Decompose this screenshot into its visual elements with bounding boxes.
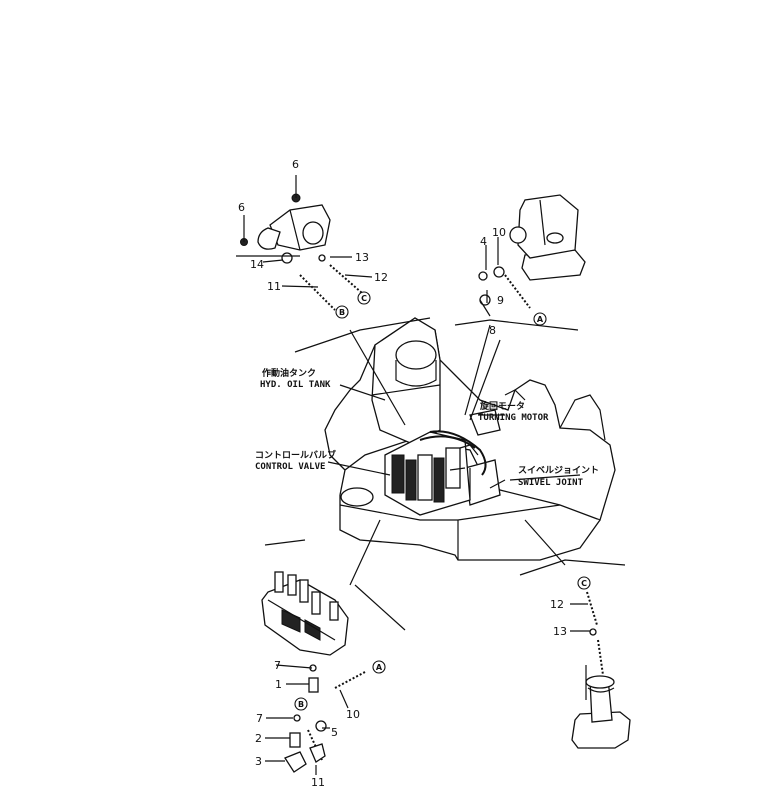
connector-letter: A <box>376 663 383 672</box>
callout-number: 7 <box>256 712 263 725</box>
label-turning-motor-en: TURNING MOTOR <box>478 413 549 423</box>
label-oil-tank-en: HYD. OIL TANK <box>260 380 331 390</box>
callout-number: 2 <box>255 732 262 745</box>
callout-number: 11 <box>311 776 325 787</box>
connector-letter: C <box>581 579 587 588</box>
label-control-valve-en: CONTROL VALVE <box>255 462 325 472</box>
label-control-valve-jp: コントロールバルブ <box>255 449 336 461</box>
callout-number: 12 <box>374 271 388 284</box>
swivel-joint-detail <box>570 591 631 749</box>
callout-number: 6 <box>292 158 299 171</box>
label-turning-motor-jp: 旋回モータ <box>479 400 525 412</box>
callout-number: 8 <box>489 324 496 337</box>
callout-number: 1 <box>275 678 282 691</box>
callout-number: 6 <box>238 201 245 214</box>
label-swivel-joint-en: SWIVEL JOINT <box>518 478 584 488</box>
turning-motor-detail <box>478 194 586 317</box>
callout-number: 10 <box>492 226 506 239</box>
callout-number: 10 <box>346 708 360 721</box>
callout-number: 4 <box>480 235 487 248</box>
connector-markers: A A B B C C <box>294 291 591 711</box>
main-assembly <box>324 317 616 561</box>
callout-number: 7 <box>274 659 281 672</box>
callout-number: 14 <box>250 258 264 271</box>
callout-number: 12 <box>550 598 564 611</box>
connector-letter: A <box>537 315 544 324</box>
part-callouts: 6 6 14 13 12 11 10 4 9 8 12 13 7 1 7 2 3… <box>238 158 567 787</box>
label-swivel-joint-jp: スイベルジョイント <box>518 465 599 476</box>
detail-leaders <box>264 317 626 631</box>
component-labels: 作動油タンク HYD. OIL TANK 旋回モータ TURNING MOTOR… <box>255 367 599 488</box>
callout-number: 13 <box>553 625 567 638</box>
connector-letter: C <box>361 294 367 303</box>
callout-number: 9 <box>497 294 504 307</box>
callout-number: 13 <box>355 251 369 264</box>
callout-number: 11 <box>267 280 281 293</box>
control-valve-detail <box>261 571 366 775</box>
callout-number: 5 <box>331 726 338 739</box>
callout-number: 3 <box>255 755 262 768</box>
connector-letter: B <box>339 308 345 317</box>
connector-letter: B <box>298 700 304 709</box>
label-oil-tank-jp: 作動油タンク <box>262 367 316 379</box>
tank-filter-detail <box>236 175 373 311</box>
